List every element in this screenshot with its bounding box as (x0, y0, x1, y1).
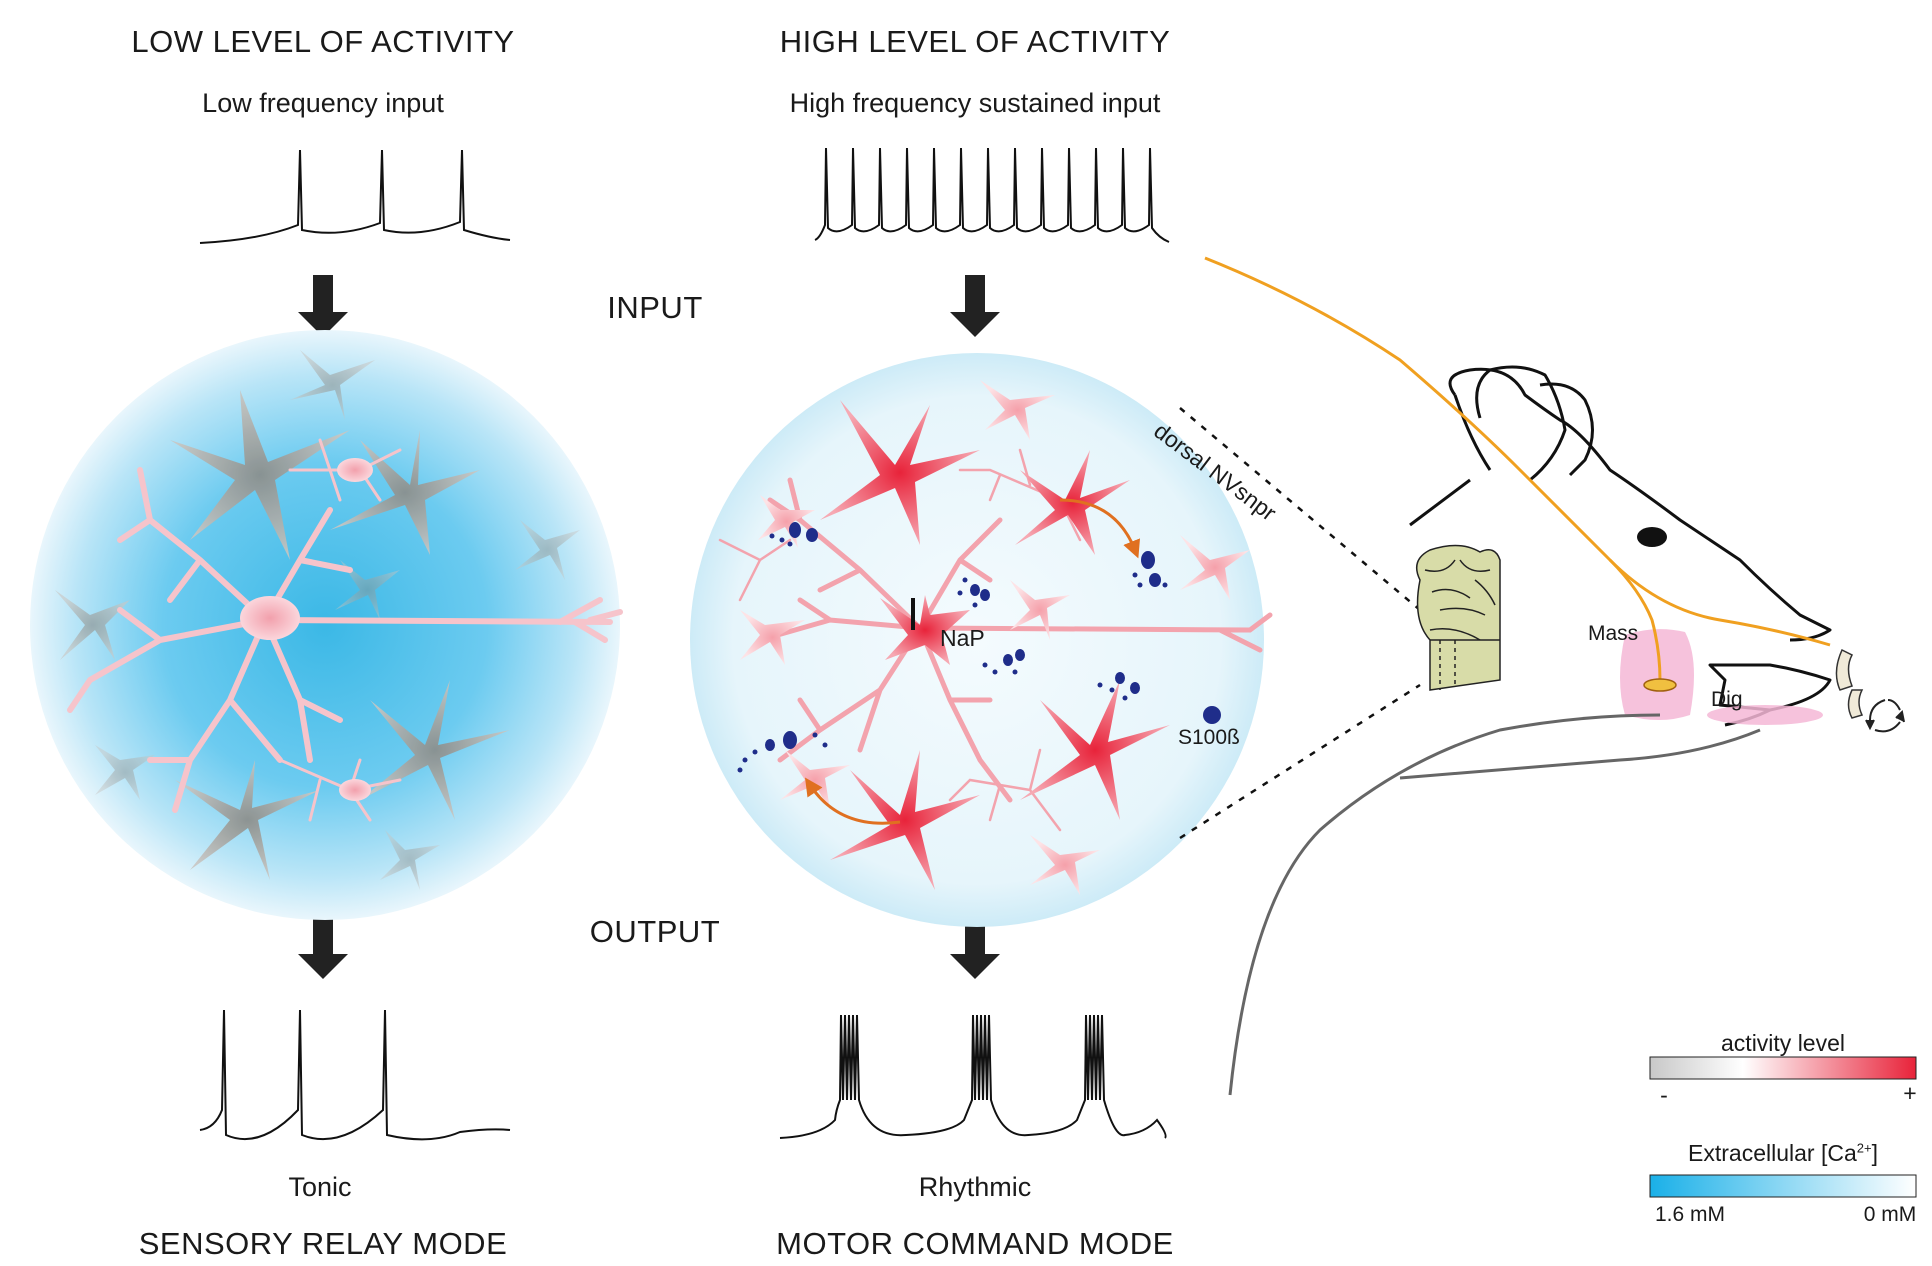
s100b-legend-dot (1203, 706, 1221, 724)
gray-neuron (330, 430, 480, 555)
gray-neuron (380, 830, 440, 890)
red-neuron (1015, 450, 1130, 555)
pale-red-neuron (740, 610, 805, 665)
rat-eye (1637, 527, 1667, 547)
activity-level-title: activity level (1721, 1030, 1845, 1056)
output-label: OUTPUT (589, 914, 721, 949)
gray-neuron (55, 590, 130, 660)
orange-propagation-arrow (1059, 498, 1141, 559)
calcium-title-superscript: 2+ (1856, 1140, 1872, 1156)
masseter-muscle (1620, 629, 1694, 720)
sensory-relay-mode-label: SENSORY RELAY MODE (138, 1226, 508, 1261)
pale-red-neuron (1030, 835, 1100, 895)
red-neuron (1020, 680, 1170, 820)
rhythmic-output-trace (779, 1014, 1167, 1139)
incisor-icon (1847, 689, 1864, 719)
low-activity-network (30, 330, 623, 920)
calcium-low-label: 0 mM (1863, 1203, 1917, 1226)
gray-neuron (335, 560, 400, 620)
pale-red-neuron (980, 380, 1055, 440)
rat-ear (1539, 382, 1594, 477)
calcium-title: Extracellular [Ca2+] (1688, 1140, 1878, 1166)
high-input-arrow (950, 275, 1000, 337)
gray-neuron (95, 745, 155, 800)
brainstem-slice (1415, 544, 1501, 691)
calcium-colorbar (1649, 1174, 1917, 1198)
orange-propagation-arrow (805, 777, 901, 825)
zoom-dashed-line (1179, 683, 1421, 840)
activity-level-colorbar (1649, 1056, 1917, 1080)
rhythmic-label: Rhythmic (918, 1172, 1032, 1202)
gray-neuron (360, 680, 510, 820)
recording-wire (1228, 713, 1661, 1096)
pale-red-neuron (1180, 535, 1250, 600)
gray-neuron (515, 520, 580, 580)
high-frequency-input-trace (814, 147, 1170, 243)
motor-command-mode-label: MOTOR COMMAND MODE (776, 1226, 1174, 1261)
input-label: INPUT (607, 290, 703, 325)
pale-red-neuron (1010, 580, 1070, 640)
low-input-label: Low frequency input (202, 88, 444, 118)
gray-neuron (175, 760, 320, 880)
s100b-label: S100ß (1178, 726, 1240, 749)
electrode-coil (1643, 678, 1677, 692)
jaw-rotation-icon (1865, 699, 1905, 733)
pink-neuron-soma (240, 596, 300, 640)
activity-max-label: + (1903, 1080, 1917, 1106)
rat-ear (1475, 365, 1567, 482)
digastric-label: Dig (1711, 688, 1743, 711)
low-input-arrow (298, 275, 348, 337)
low-activity-title: LOW LEVEL OF ACTIVITY (131, 24, 515, 59)
low-output-arrow (298, 917, 348, 979)
trigeminal-nerve (1204, 256, 1662, 681)
pale-red-neuron (758, 495, 815, 548)
nap-label: NaP (940, 625, 985, 651)
digastric-muscle (1707, 705, 1823, 725)
incisor-icon (1835, 648, 1854, 691)
gray-neuron (170, 390, 350, 560)
high-activity-title: HIGH LEVEL OF ACTIVITY (779, 24, 1171, 59)
red-neuron (880, 595, 970, 665)
high-activity-network (690, 353, 1273, 927)
gray-neuron (290, 350, 375, 420)
tonic-output-trace (199, 1009, 511, 1141)
zoom-dashed-line (1179, 407, 1421, 611)
calcium-high-label: 1.6 mM (1654, 1203, 1726, 1226)
recording-wire (1399, 728, 1761, 780)
high-output-arrow (950, 917, 1000, 979)
activity-min-label: - (1660, 1082, 1668, 1108)
red-neuron (830, 750, 980, 890)
low-frequency-input-trace (199, 149, 511, 244)
masseter-label: Mass (1588, 622, 1639, 645)
red-neuron (820, 400, 980, 545)
tonic-label: Tonic (288, 1172, 352, 1202)
high-input-label: High frequency sustained input (789, 88, 1161, 118)
